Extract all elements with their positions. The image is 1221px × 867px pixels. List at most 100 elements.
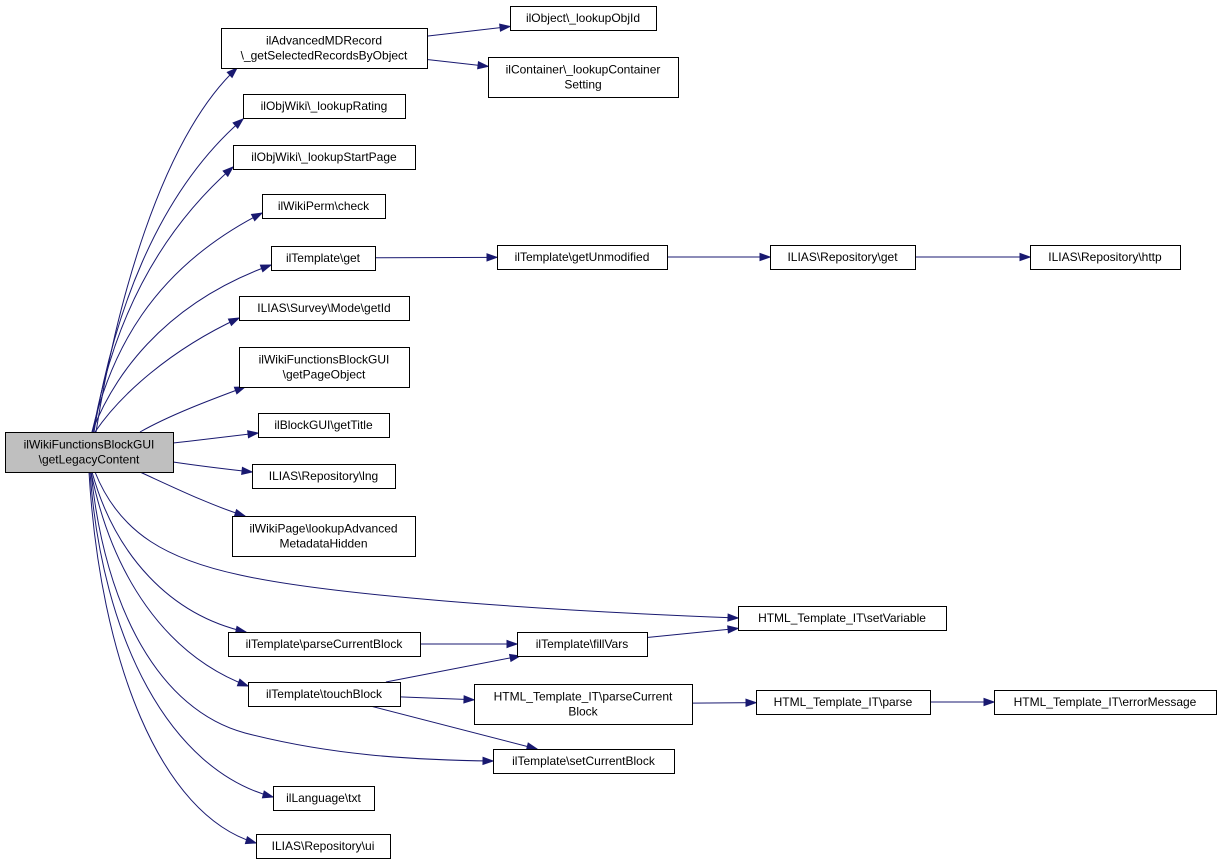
node-box xyxy=(248,682,401,707)
edge-adv-to-cont xyxy=(426,59,490,70)
node-setcur[interactable]: ilTemplate\setCurrentBlock xyxy=(493,749,675,774)
node-label: ilObjWiki\_lookupStartPage xyxy=(251,150,397,164)
edge-root-to-lng xyxy=(172,461,254,476)
node-ui[interactable]: ILIAS\Repository\ui xyxy=(256,834,391,859)
node-fillvars[interactable]: ilTemplate\fillVars xyxy=(517,632,648,657)
edge-htmlparsecur-to-htmlparse xyxy=(691,698,758,707)
edge-line xyxy=(91,212,263,433)
node-box xyxy=(258,413,390,438)
edge-line xyxy=(172,461,253,473)
edge-tplget-to-getunmod xyxy=(374,253,499,262)
arrowhead xyxy=(227,317,241,327)
node-perm[interactable]: ilWikiPerm\check xyxy=(262,194,386,219)
edge-line xyxy=(139,471,246,517)
arrowhead xyxy=(983,697,996,707)
node-label: ILIAS\Repository\ui xyxy=(272,839,375,853)
node-lng[interactable]: ILIAS\Repository\lng xyxy=(252,464,396,489)
node-repoget[interactable]: ILIAS\Repository\get xyxy=(770,245,916,270)
node-rating[interactable]: ilObjWiki\_lookupRating xyxy=(243,94,406,119)
node-label: HTML_Template_IT\setVariable xyxy=(758,611,926,625)
node-box xyxy=(5,432,174,473)
arrowhead xyxy=(727,625,740,634)
arrowhead xyxy=(244,836,258,845)
edge-root-to-lookupadv xyxy=(139,471,247,517)
node-label: ILIAS\Survey\Mode\getId xyxy=(257,301,390,315)
node-label: \getLegacyContent xyxy=(39,453,140,467)
node-box xyxy=(493,749,675,774)
edge-line xyxy=(426,25,511,37)
edge-root-to-adv xyxy=(95,66,239,433)
node-label: ilWikiFunctionsBlockGUI xyxy=(24,438,155,452)
node-box xyxy=(273,786,375,811)
node-http[interactable]: ILIAS\Repository\http xyxy=(1030,245,1181,270)
edge-line xyxy=(370,705,538,750)
arrowhead xyxy=(506,639,519,649)
edge-line xyxy=(92,166,234,433)
arrowhead xyxy=(482,756,495,766)
edge-root-to-title xyxy=(172,430,260,444)
edge-touch-to-htmlparsecur xyxy=(399,695,476,704)
edge-parsecur-to-fillvars xyxy=(420,639,519,649)
node-box xyxy=(239,347,410,388)
node-label: \_getSelectedRecordsByObject xyxy=(241,49,408,63)
edge-root-to-rating xyxy=(93,118,245,433)
node-htmlparsecur[interactable]: HTML_Template_IT\parseCurrentBlock xyxy=(474,684,693,725)
node-pageobj[interactable]: ilWikiFunctionsBlockGUI\getPageObject xyxy=(239,347,410,388)
node-label: ilWikiPerm\check xyxy=(278,199,370,213)
node-errmsg[interactable]: HTML_Template_IT\errorMessage xyxy=(994,690,1217,715)
arrowhead xyxy=(233,508,247,517)
edge-line xyxy=(95,67,238,433)
arrowhead xyxy=(477,61,490,70)
edge-line xyxy=(90,471,494,762)
node-label: Block xyxy=(568,705,598,719)
node-box xyxy=(488,57,679,98)
node-box xyxy=(738,606,947,631)
edge-touch-to-setcur xyxy=(370,705,539,751)
arrowhead xyxy=(241,466,254,476)
node-label: ilTemplate\fillVars xyxy=(536,637,628,651)
edge-line xyxy=(139,386,246,433)
node-adv[interactable]: ilAdvancedMDRecord\_getSelectedRecordsBy… xyxy=(221,28,428,69)
node-label: ilTemplate\parseCurrentBlock xyxy=(246,637,404,651)
node-label: ilTemplate\get xyxy=(286,251,361,265)
edge-line xyxy=(94,471,739,619)
edge-line xyxy=(88,471,257,844)
edge-line xyxy=(94,317,240,433)
node-getunmod[interactable]: ilTemplate\getUnmodified xyxy=(497,245,668,270)
edge-root-to-startpage xyxy=(92,166,235,433)
node-box xyxy=(243,94,406,119)
node-label: \getPageObject xyxy=(283,368,366,382)
node-title[interactable]: ilBlockGUI\getTitle xyxy=(258,413,390,438)
node-label: ilTemplate\setCurrentBlock xyxy=(512,754,656,768)
arrowhead xyxy=(261,790,275,799)
edge-line xyxy=(91,471,247,633)
arrowhead xyxy=(525,742,539,751)
edge-touch-to-fillvars xyxy=(385,653,522,683)
node-label: ILIAS\Repository\http xyxy=(1048,250,1162,264)
node-htmlparse[interactable]: HTML_Template_IT\parse xyxy=(756,690,931,715)
edge-adv-to-objid xyxy=(426,23,512,37)
node-label: Setting xyxy=(564,78,601,92)
arrowhead xyxy=(247,430,260,439)
node-label: ILIAS\Repository\get xyxy=(787,250,898,264)
arrowhead xyxy=(233,386,247,395)
node-box xyxy=(474,684,693,725)
node-objid[interactable]: ilObject\_lookupObjId xyxy=(510,6,657,31)
node-survey[interactable]: ILIAS\Survey\Mode\getId xyxy=(239,296,410,321)
node-label: ilObjWiki\_lookupRating xyxy=(261,99,388,113)
node-box xyxy=(239,296,410,321)
node-root[interactable]: ilWikiFunctionsBlockGUI\getLegacyContent xyxy=(5,432,174,473)
node-txt[interactable]: ilLanguage\txt xyxy=(273,786,375,811)
node-startpage[interactable]: ilObjWiki\_lookupStartPage xyxy=(233,145,416,170)
node-parsecur[interactable]: ilTemplate\parseCurrentBlock xyxy=(228,632,421,657)
arrowhead xyxy=(463,695,476,704)
edge-root-to-tplget xyxy=(91,264,273,433)
node-box xyxy=(994,690,1217,715)
node-label: ilObject\_lookupObjId xyxy=(526,11,640,25)
node-tplget[interactable]: ilTemplate\get xyxy=(271,246,376,271)
node-setvar[interactable]: HTML_Template_IT\setVariable xyxy=(738,606,947,631)
node-touch[interactable]: ilTemplate\touchBlock xyxy=(248,682,401,707)
